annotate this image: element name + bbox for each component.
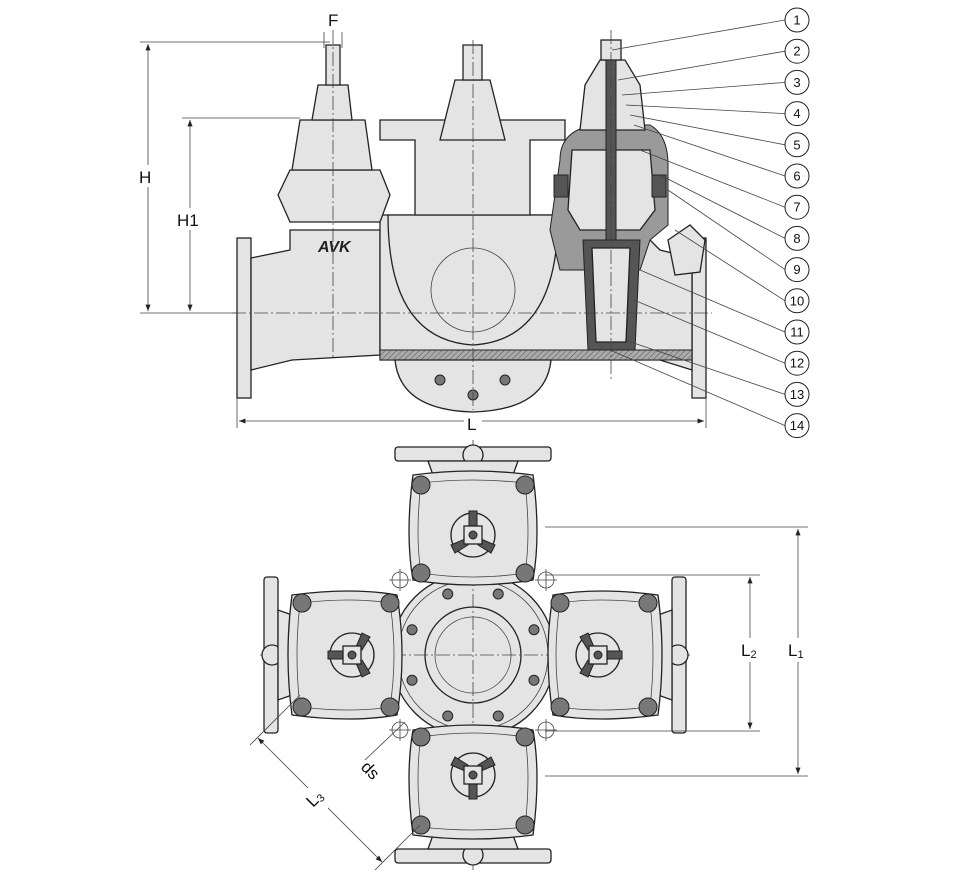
callout-number: 4: [793, 106, 800, 121]
plan-valve: [394, 724, 552, 866]
flange-bolt: [528, 674, 540, 686]
bolt: [292, 697, 312, 717]
callout-5: 5: [629, 114, 810, 158]
callout-3: 3: [621, 69, 810, 96]
callout-7: 7: [639, 149, 810, 220]
bolt-hole-mark: [389, 719, 411, 741]
dim-F: F: [328, 11, 338, 30]
left-bonnet-top: [291, 119, 373, 171]
dim-L1: L1: [788, 641, 804, 661]
dim-H: H: [139, 168, 151, 187]
drain-plug: [667, 224, 706, 276]
bolt: [411, 727, 431, 747]
bolt: [515, 727, 535, 747]
callout-number: 7: [793, 200, 800, 215]
flange-bolt: [492, 710, 504, 722]
bolt-hole-mark: [535, 569, 557, 591]
flange-bolt: [406, 674, 418, 686]
dim-ds: ds: [357, 757, 383, 783]
callout-12: 12: [633, 299, 810, 376]
callout-number: 10: [790, 293, 804, 308]
bolt: [411, 475, 431, 495]
bolt-right: [651, 174, 667, 198]
bolt: [515, 563, 535, 583]
callout-number: 2: [793, 44, 800, 59]
flange-bolt: [528, 624, 540, 636]
avk-logo: AVK: [317, 239, 352, 256]
dim-H1: H1: [177, 211, 199, 230]
center-stem-housing: [439, 79, 506, 141]
left-valve-body: [250, 229, 381, 371]
flange-bolt: [442, 588, 454, 600]
callout-number: 8: [793, 231, 800, 246]
flange-bolt: [442, 710, 454, 722]
elevation-dimensions: F H H1 L: [136, 11, 707, 434]
bolt-hole-mark: [535, 719, 557, 741]
left-stem-housing: [311, 84, 353, 121]
callout-number: 3: [793, 75, 800, 90]
section-hatch-bottom: [379, 349, 693, 361]
left-flange: [236, 237, 252, 399]
dim-L2: L2: [741, 641, 757, 661]
callout-2: 2: [617, 38, 810, 81]
plan-valve: [547, 576, 689, 734]
callout-number: 6: [793, 169, 800, 184]
callout-number: 13: [790, 387, 804, 402]
left-bonnet: [277, 169, 391, 223]
bolt: [292, 593, 312, 613]
bolt: [380, 593, 400, 613]
callout-number: 12: [790, 356, 804, 371]
bottom-flange: [394, 359, 552, 413]
top-flange: [379, 119, 566, 216]
callout-11: 11: [639, 269, 810, 345]
bolt-left: [553, 174, 569, 198]
plan-valve: [261, 576, 403, 734]
callout-number: 14: [790, 418, 804, 433]
bolt: [411, 815, 431, 835]
callout-number: 9: [793, 262, 800, 277]
callout-10: 10: [674, 229, 810, 314]
bolt: [638, 697, 658, 717]
bolt: [638, 593, 658, 613]
callout-1: 1: [611, 7, 810, 51]
bolt-hole-mark: [389, 569, 411, 591]
flange-bolt: [492, 588, 504, 600]
callout-13: 13: [624, 339, 810, 407]
center-spindle-cap: [462, 44, 483, 81]
callout-14: 14: [609, 349, 810, 439]
callout-number: 1: [793, 13, 800, 28]
bolt: [550, 593, 570, 613]
plan-valve: [394, 444, 552, 586]
callout-8: 8: [659, 174, 810, 251]
callout-9: 9: [667, 189, 810, 283]
elevation-view: AVK: [232, 30, 712, 413]
bolt: [550, 697, 570, 717]
plan-view: [260, 440, 690, 870]
callout-6: 6: [633, 124, 810, 189]
bolt: [380, 697, 400, 717]
bolt: [515, 475, 535, 495]
bolt: [411, 563, 431, 583]
bolt: [515, 815, 535, 835]
callout-number: 5: [793, 137, 800, 152]
callout-4: 4: [625, 101, 810, 127]
callout-number: 11: [790, 325, 804, 340]
flange-bolt: [406, 624, 418, 636]
dim-L: L: [467, 415, 476, 434]
